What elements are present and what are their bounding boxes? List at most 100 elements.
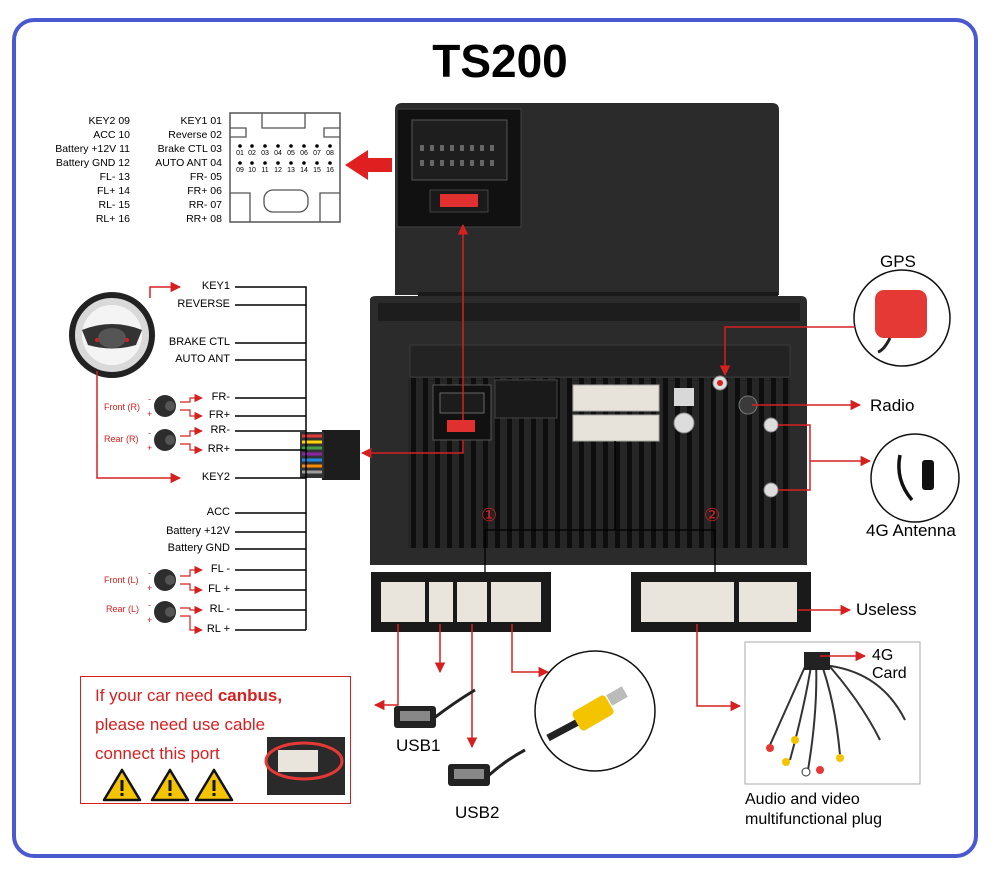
pin-number: 12	[274, 167, 282, 174]
wire-label-fr-plus: FR+	[208, 409, 230, 421]
pin-number: 06	[300, 150, 308, 157]
av-plug-image	[744, 641, 921, 785]
pinout-dots	[238, 144, 332, 165]
connector-one-image	[371, 572, 551, 632]
pin-number: 05	[287, 150, 295, 157]
speaker-icon	[154, 601, 203, 635]
outer-frame	[12, 18, 978, 858]
warning-icon	[150, 768, 190, 802]
wire-label-fl-minus: FL -	[210, 563, 230, 575]
pin-number: 01	[236, 150, 244, 157]
pin-number: 15	[313, 167, 321, 174]
pinout-arrow	[345, 150, 392, 180]
av-label-line2: multifunctional plug	[745, 811, 882, 828]
pin-label: Reverse 02	[168, 129, 222, 141]
speaker-polarity: +	[147, 409, 153, 419]
speaker-polarity: -	[148, 568, 151, 578]
gps-label: GPS	[880, 252, 916, 271]
connector-two-image	[631, 572, 811, 632]
pin-label: RR- 07	[188, 199, 222, 211]
wire-label-key1: KEY1	[201, 280, 230, 292]
wire-bundle	[235, 286, 307, 631]
pin-label: RL- 15	[98, 199, 130, 211]
rca-cable-icon	[534, 650, 656, 772]
canbus-text-line3: connect this port	[95, 744, 220, 763]
wire-label-rr-plus: RR+	[207, 443, 230, 455]
pin-number: 16	[326, 167, 334, 174]
useless-label: Useless	[856, 600, 917, 619]
pin-number: 02	[248, 150, 256, 157]
antenna-icon	[870, 433, 960, 523]
usb1-label: USB1	[396, 736, 441, 755]
pin-label: FR+ 06	[187, 185, 222, 197]
speaker-polarity: +	[147, 443, 153, 453]
warning-icon	[194, 768, 234, 802]
pin-label: AUTO ANT 04	[155, 157, 222, 169]
speaker-icon	[154, 426, 203, 455]
canbus-text-line2: please need use cable	[95, 715, 266, 734]
wire-label-brake: BRAKE CTL	[168, 336, 230, 348]
pin-label: KEY1 01	[180, 115, 222, 127]
canbus-link-line	[373, 624, 399, 711]
pin-label: FR- 05	[189, 171, 222, 183]
usb-cable-icon	[448, 748, 526, 786]
warning-icon	[102, 768, 142, 802]
card-label-line1: 4G	[872, 647, 894, 664]
pin-number: 07	[313, 150, 321, 157]
pin-label: RL+ 16	[95, 213, 130, 225]
pin-label: Battery +12V 11	[55, 143, 130, 155]
usb-cable-icon	[394, 688, 476, 728]
canbus-note: If your car need canbus, please need use…	[80, 676, 351, 804]
wire-label-fr-minus: FR-	[211, 391, 230, 403]
antenna-label: 4G Antenna	[866, 521, 956, 540]
pin-number: 08	[326, 150, 334, 157]
wire-label-battery-gnd: Battery GND	[167, 542, 230, 554]
pinout-connector-diagram: 01 02 03 04 05 06 07 08 09 10 11 12 13 1…	[229, 112, 341, 223]
speaker-icon	[154, 393, 203, 421]
wire-label-rl-plus: RL +	[206, 623, 230, 635]
page-title: TS200	[432, 35, 568, 87]
wire-label-rr-minus: RR-	[210, 424, 230, 436]
pin-number: 10	[248, 167, 256, 174]
pin-number: 03	[261, 150, 269, 157]
pin-label: RR+ 08	[186, 213, 222, 225]
wire-label-key2: KEY2	[201, 471, 230, 483]
connector-marker-two: ②	[704, 505, 720, 526]
pin-label: FL- 13	[99, 171, 130, 183]
radio-label: Radio	[870, 396, 915, 415]
steering-wheel-icon	[69, 292, 155, 378]
speaker-icon	[154, 565, 203, 595]
connector-leader-lines	[484, 441, 716, 573]
gps-module-icon	[853, 269, 951, 367]
speaker-polarity: +	[147, 615, 153, 625]
speaker-label-rear-l: Rear (L)	[106, 604, 140, 614]
usb2-label: USB2	[455, 803, 500, 822]
speaker-polarity: -	[148, 428, 151, 438]
speaker-polarity: -	[148, 394, 151, 404]
harness-link-line	[360, 440, 464, 459]
speaker-label-front-r: Front (R)	[104, 402, 140, 412]
pin-label: KEY2 09	[88, 115, 130, 127]
av-label-line1: Audio and video	[745, 791, 860, 808]
speaker-polarity: +	[147, 583, 153, 593]
canbus-text-part1: If your car need	[95, 686, 218, 705]
wire-label-fl-plus: FL +	[208, 583, 230, 595]
canbus-port-photo	[264, 737, 345, 795]
wire-label-auto-ant: AUTO ANT	[175, 353, 230, 365]
pin-number: 13	[287, 167, 295, 174]
pin-label: FL+ 14	[97, 185, 130, 197]
card-label-line2: Card	[872, 665, 907, 682]
wire-label-acc: ACC	[206, 506, 230, 518]
connector-marker-one: ①	[481, 505, 497, 526]
speaker-label-rear-r: Rear (R)	[104, 434, 139, 444]
wire-label-battery12: Battery +12V	[166, 525, 230, 537]
wire-label-reverse: REVERSE	[177, 298, 230, 310]
pin-number: 04	[274, 150, 282, 157]
pin-label: Battery GND 12	[55, 157, 130, 169]
pin-label: Brake CTL 03	[157, 143, 222, 155]
speaker-label-front-l: Front (L)	[104, 575, 139, 585]
pin-number: 09	[236, 167, 244, 174]
canbus-text-part2: canbus,	[217, 686, 283, 705]
wire-label-rl-minus: RL -	[209, 603, 230, 615]
